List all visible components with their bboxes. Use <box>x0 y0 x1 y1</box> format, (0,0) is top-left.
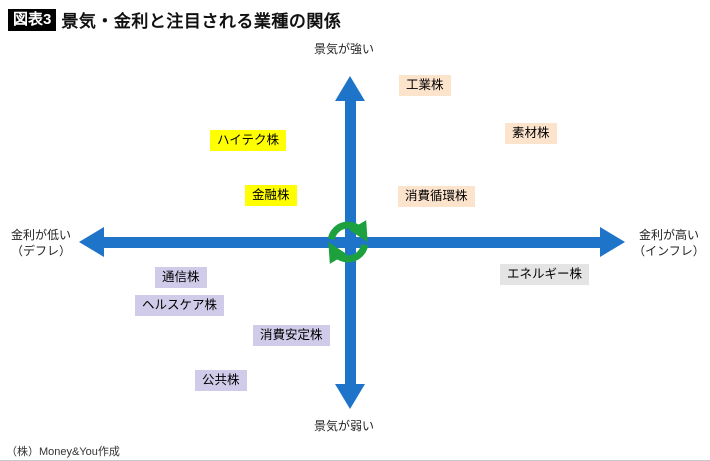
sector-label-financials: 金融株 <box>245 185 297 206</box>
horizontal-axis-shaft <box>103 237 601 248</box>
footer-credit: （株）Money&You作成 <box>6 446 120 458</box>
sector-label-hightech: ハイテク株 <box>210 130 287 151</box>
axis-label-rates-high: 金利が高い （インフレ） <box>632 227 706 259</box>
arrow-up-icon <box>335 76 365 101</box>
sector-label-consumer-cyclical: 消費循環株 <box>398 186 475 207</box>
figure-tag: 図表3 <box>8 8 57 31</box>
arrow-down-icon <box>335 384 365 409</box>
header: 図表3 景気・金利と注目される業種の関係 <box>8 7 341 32</box>
axis-label-rates-low-line1: 金利が低い <box>10 228 71 242</box>
axis-label-rates-low: 金利が低い （デフレ） <box>4 227 78 259</box>
axis-label-rates-high-line1: 金利が高い <box>638 228 699 242</box>
axis-label-rates-high-line2: （インフレ） <box>633 244 705 258</box>
axis-label-rates-low-line2: （デフレ） <box>10 244 71 258</box>
axis-label-economy-strong: 景気が強い <box>314 42 375 56</box>
sector-label-consumer-staples: 消費安定株 <box>253 325 330 346</box>
cycle-arrows-icon <box>327 220 369 264</box>
page-title: 景気・金利と注目される業種の関係 <box>61 12 342 31</box>
arrow-left-icon <box>79 227 104 257</box>
sector-label-telecom: 通信株 <box>155 267 207 288</box>
arrow-right-icon <box>600 227 625 257</box>
sector-label-energy: エネルギー株 <box>500 264 590 285</box>
sector-label-industrials: 工業株 <box>399 75 451 96</box>
sector-label-materials: 素材株 <box>505 123 557 144</box>
axis-label-economy-weak: 景気が弱い <box>314 419 375 433</box>
sector-label-healthcare: ヘルスケア株 <box>135 295 225 316</box>
sector-label-utilities: 公共株 <box>195 370 247 391</box>
